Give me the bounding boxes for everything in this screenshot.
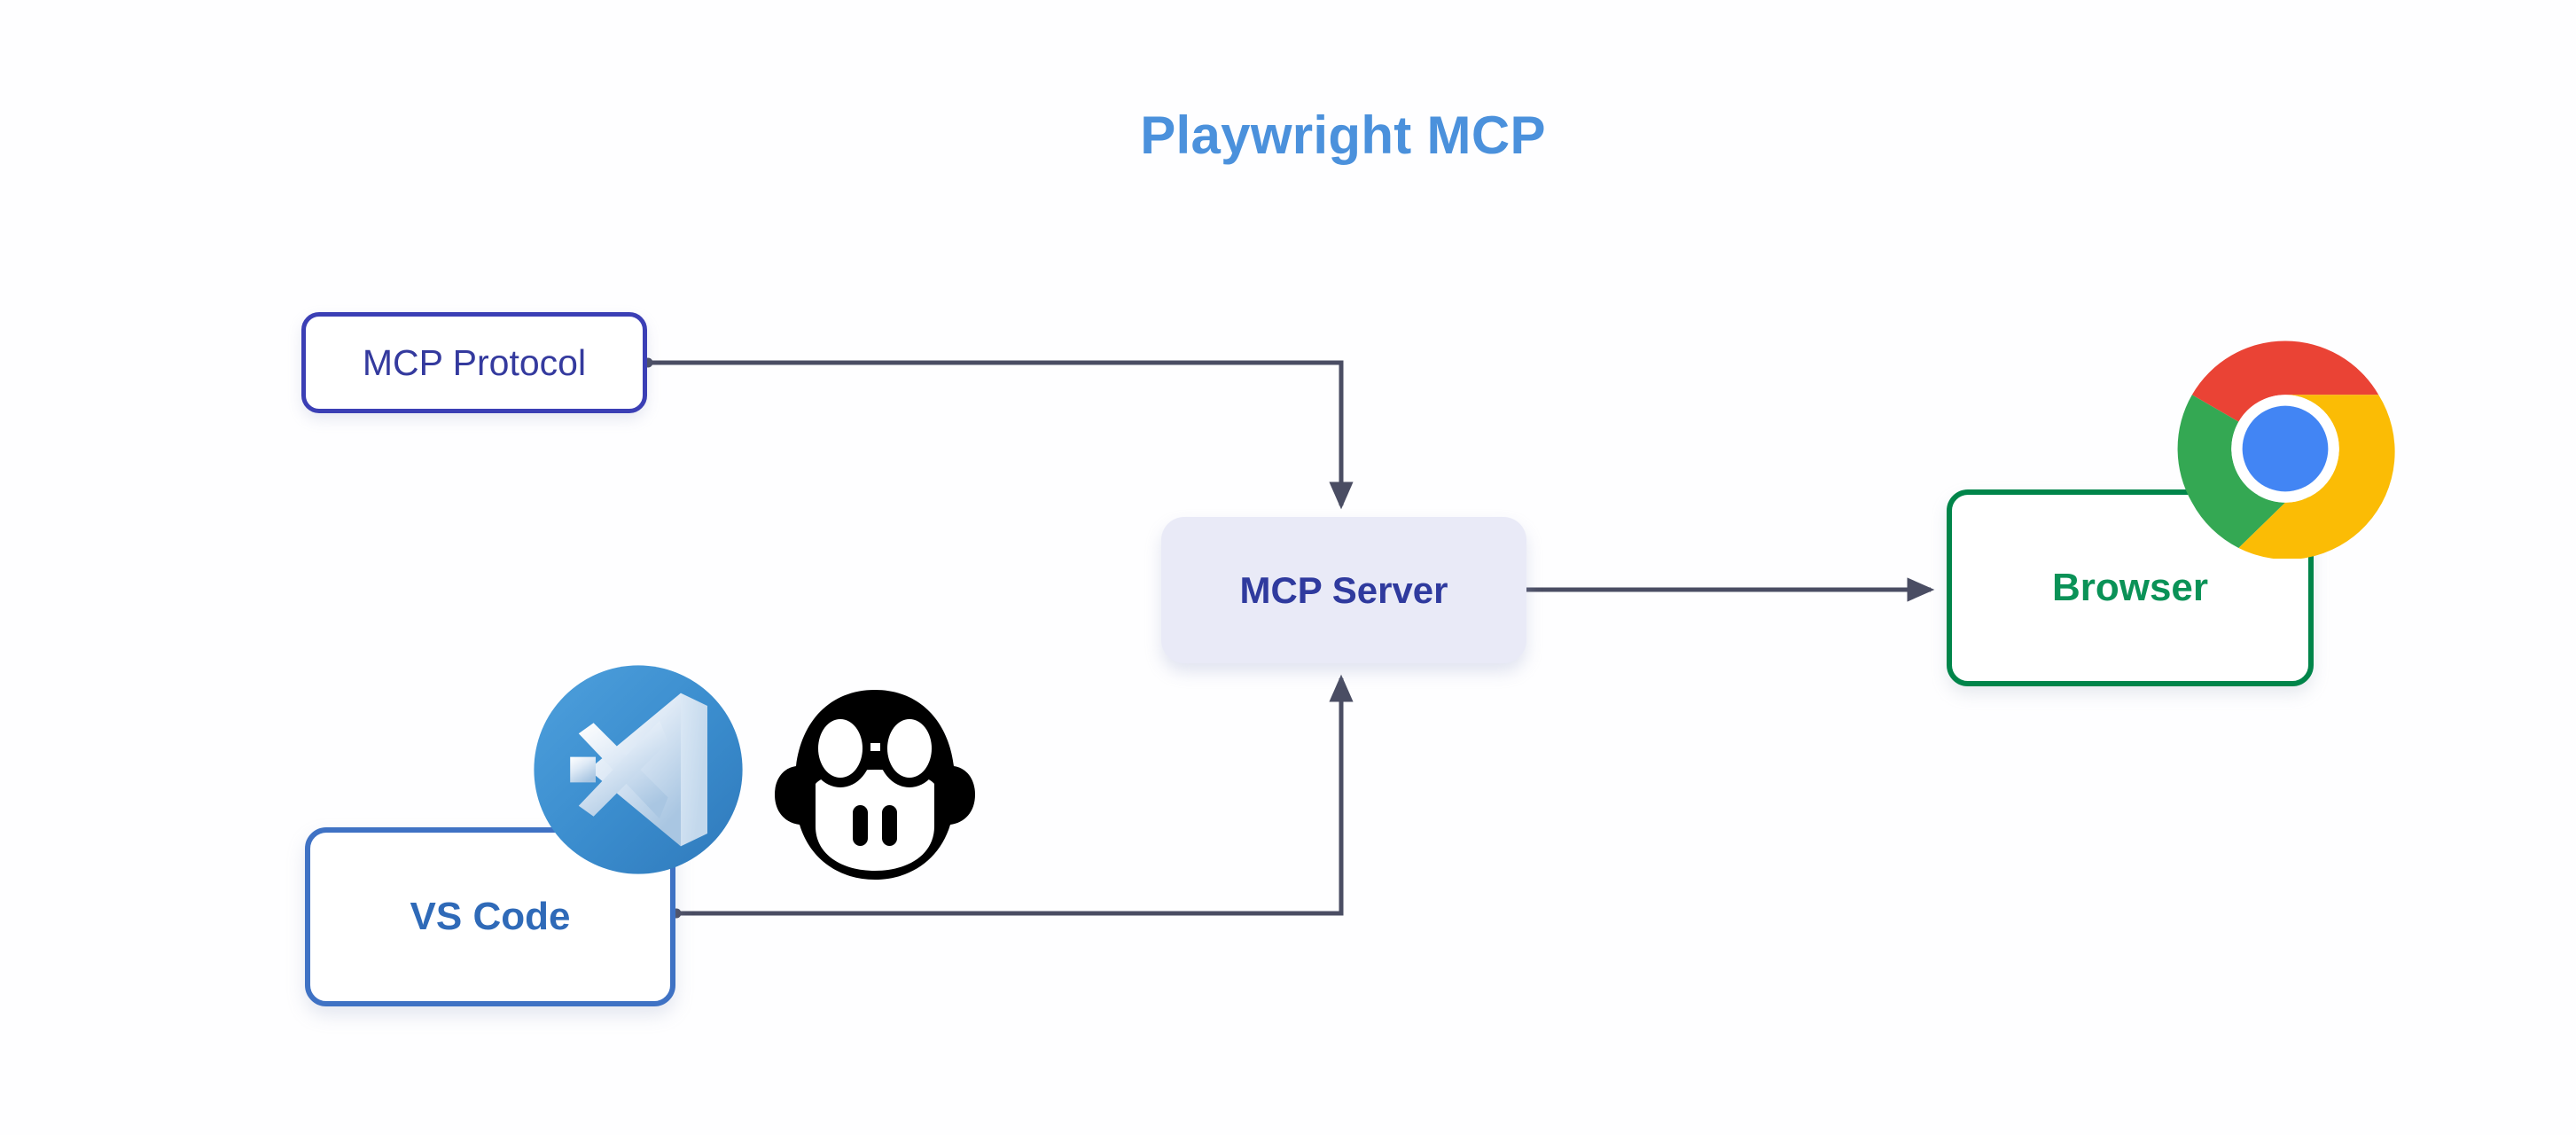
node-mcp-protocol-label: MCP Protocol [362, 341, 587, 383]
page-title: Playwright MCP [1126, 105, 1560, 166]
node-vs-code-label: VS Code [410, 895, 571, 938]
node-mcp-server[interactable]: MCP Server [1161, 517, 1526, 663]
node-mcp-protocol[interactable]: MCP Protocol [301, 312, 647, 413]
diagram-title-text: Playwright MCP [1140, 106, 1546, 165]
github-copilot-logo-icon [775, 690, 975, 880]
node-browser-label: Browser [2051, 566, 2209, 609]
vscode-logo-icon [534, 665, 743, 874]
edge-protocol-to-server [643, 357, 1354, 510]
chrome-logo-icon [2177, 340, 2395, 559]
node-mcp-server-label: MCP Server [1239, 568, 1448, 611]
